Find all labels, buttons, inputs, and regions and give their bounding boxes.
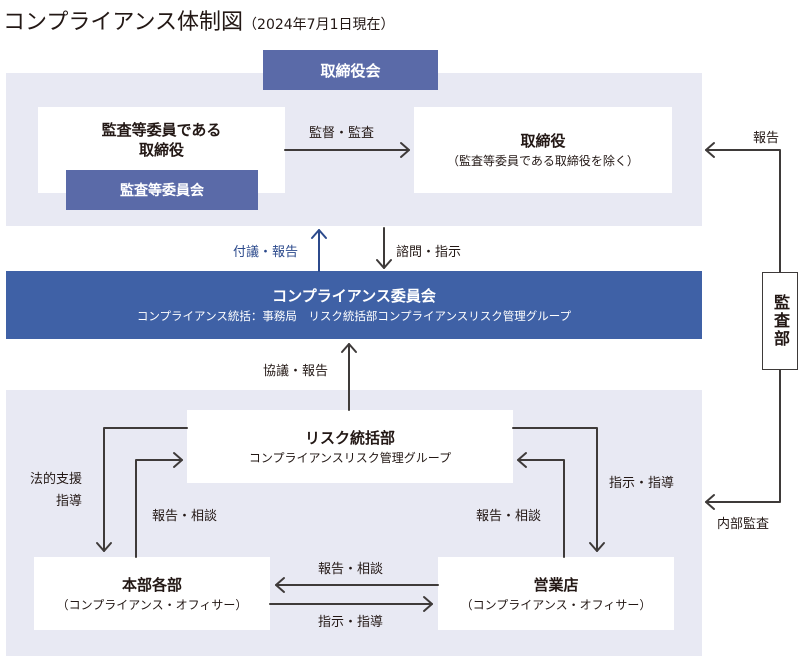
risk-dept-subtitle: コンプライアンスリスク管理グループ	[248, 450, 452, 465]
deliberation-report-label: 協議・報告	[263, 364, 329, 379]
risk-dept-box: リスク統括部 コンプライアンスリスク管理グループ	[187, 410, 513, 483]
committee-subtitle: コンプライアンス統括：事務局 リスク統括部コンプライアンスリスク管理グループ	[136, 309, 572, 323]
instruct-guide-right-label: 指示・指導	[609, 476, 675, 491]
audit-dept-title: 監査部	[771, 294, 790, 348]
director-note: （監査等委員である取締役を除く）	[447, 154, 639, 168]
supervision-label: 監督・監査	[309, 126, 375, 141]
risk-instruct-arrow	[512, 427, 598, 552]
risk-dept-title: リスク統括部	[304, 428, 395, 447]
report-consult-bottom-label: 報告・相談	[318, 562, 384, 577]
legal-support-line2: 指導	[56, 494, 83, 509]
branches-subtitle: （コンプライアンス・オフィサー）	[460, 597, 652, 612]
risk-instruct-arrowhead	[589, 542, 605, 552]
audit-director-line1: 監査等委員である	[101, 121, 222, 139]
headquarters-subtitle: （コンプライアンス・オフィサー）	[56, 597, 248, 612]
deliberation-arrowhead	[341, 343, 357, 353]
committee-title: コンプライアンス委員会	[272, 287, 436, 305]
compliance-committee-box: コンプライアンス委員会 コンプライアンス統括：事務局 リスク統括部コンプライアン…	[6, 271, 702, 339]
audit-dept-box: 監査部	[762, 272, 798, 370]
legal-support-line1: 法的支援	[30, 472, 83, 487]
branch-report-arrowhead	[517, 452, 527, 468]
report-consult-right-label: 報告・相談	[476, 509, 542, 524]
director-title: 取締役	[520, 132, 566, 150]
internal-audit-label: 内部監査	[717, 517, 770, 532]
proposal-report-label: 付議・報告	[233, 245, 299, 260]
instruct-guide-bottom-label: 指示・指導	[318, 615, 384, 630]
internal-audit-arrow	[705, 369, 781, 503]
hq-report-arrow	[135, 459, 183, 558]
branch-report-arrow	[517, 459, 565, 558]
report-consult-left-label: 報告・相談	[152, 509, 218, 524]
legal-support-arrowhead	[96, 542, 112, 552]
audit-report-arrow	[705, 149, 781, 273]
audit-committee-box: 監査等委員会	[66, 170, 258, 210]
audit-report-arrowhead	[705, 142, 715, 158]
proposal-arrowhead	[311, 229, 327, 239]
consult-instruct-label: 諮問・指示	[396, 245, 462, 260]
legal-support-label: 法的支援 指導	[30, 469, 82, 513]
branches-title: 営業店	[533, 575, 579, 594]
consult-arrowhead	[376, 259, 392, 269]
hq-to-branch-arrowhead	[423, 596, 433, 612]
board-header: 取締役会	[263, 50, 438, 90]
title-date: （2024年7月1日現在）	[243, 17, 395, 33]
director-box: 取締役 （監査等委員である取締役を除く）	[414, 107, 672, 193]
headquarters-box: 本部各部 （コンプライアンス・オフィサー）	[34, 557, 270, 630]
headquarters-title: 本部各部	[121, 575, 182, 594]
audit-report-label: 報告	[753, 131, 780, 146]
branch-to-hq-arrowhead	[275, 577, 285, 593]
branches-box: 営業店 （コンプライアンス・オフィサー）	[438, 557, 674, 630]
hq-report-arrowhead	[173, 452, 183, 468]
internal-audit-arrowhead	[705, 494, 715, 510]
audit-director-line2: 取締役	[138, 141, 184, 159]
legal-support-arrow	[103, 427, 188, 552]
supervision-arrowhead	[400, 142, 410, 158]
page-title: コンプライアンス体制図 （2024年7月1日現在）	[3, 4, 394, 36]
title-main: コンプライアンス体制図	[3, 10, 244, 35]
